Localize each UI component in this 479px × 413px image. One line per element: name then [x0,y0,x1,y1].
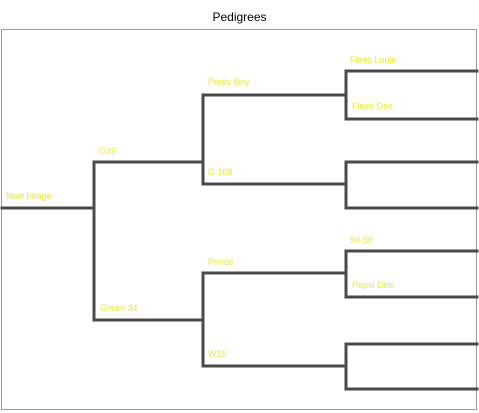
sire-sire-label[interactable]: Pretty Boy [208,77,250,87]
dam-sire-label[interactable]: Prince [208,257,234,267]
pedigree-frame [1,29,477,410]
dam-sire-dam-label[interactable]: Pepsi Dee [352,280,394,290]
dam-dam-label[interactable]: W15 [208,349,227,359]
sire-sire-sire-label[interactable]: Flees Louie [350,55,397,65]
subject-label[interactable]: New Image [6,191,52,201]
dam-sire-sire-label[interactable]: 50-50 [350,235,374,245]
sire-label[interactable]: G39 [99,146,117,156]
sire-dam-label[interactable]: G 168 [208,167,233,177]
sire-sire-dam-label[interactable]: Flees Dee [352,101,394,111]
chart-title: Pedigrees [212,10,267,24]
dam-label[interactable]: Green 34 [100,303,138,313]
